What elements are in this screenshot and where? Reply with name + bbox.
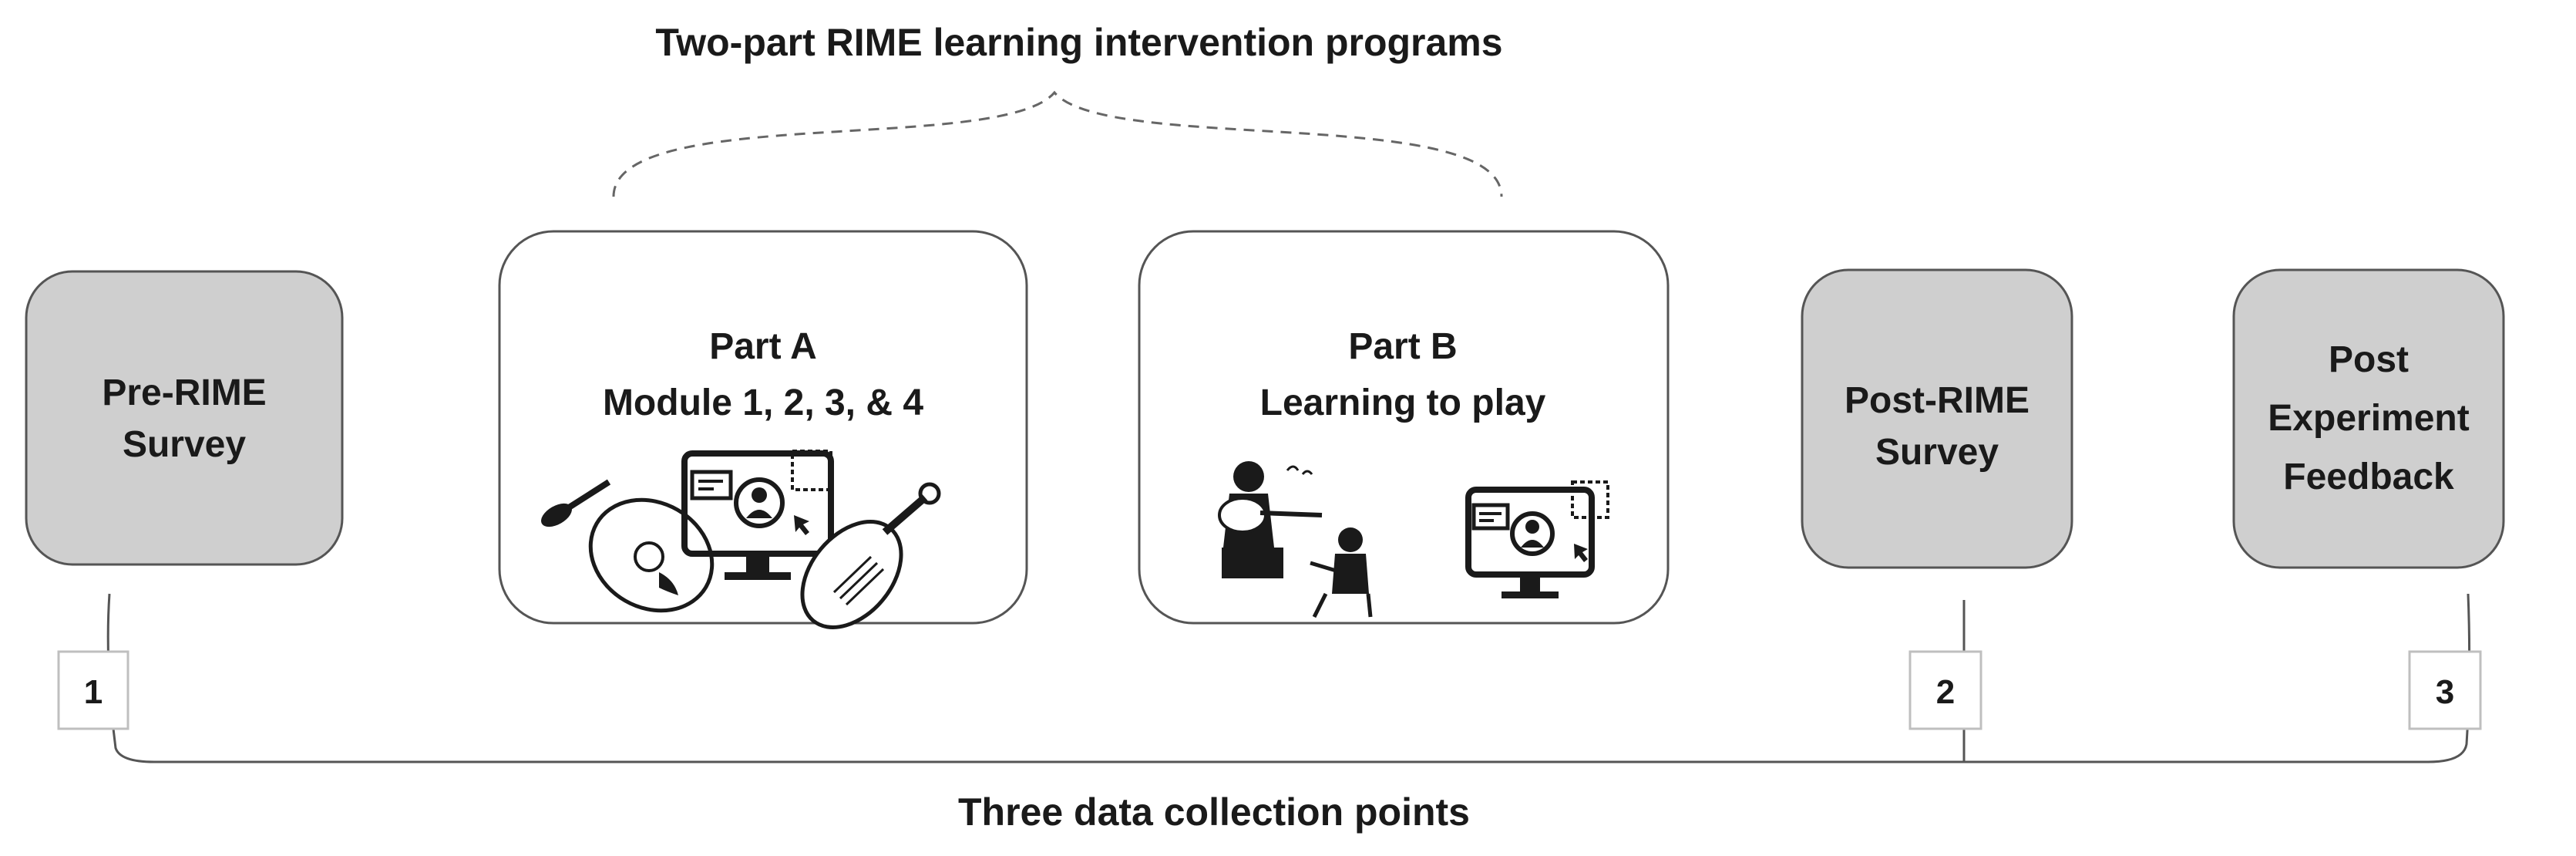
diagram-footer: Three data collection points xyxy=(958,790,1470,834)
pipa-icon xyxy=(800,482,941,629)
dashed-brace xyxy=(612,90,1503,197)
post-survey-line-1: Post-RIME xyxy=(1845,380,2030,421)
collection-point-3-label: 3 xyxy=(2436,673,2454,711)
computer-user-icon xyxy=(681,450,834,580)
diagram-title: Two-part RIME learning intervention prog… xyxy=(655,21,1502,64)
collection-point-2: 2 xyxy=(1908,650,1982,730)
collection-point-3: 3 xyxy=(2408,650,2482,730)
part-a-subtitle: Module 1, 2, 3, & 4 xyxy=(603,383,923,423)
collection-point-1-label: 1 xyxy=(84,673,103,711)
feedback-line-3: Feedback xyxy=(2283,457,2454,497)
pre-rime-survey-box: Pre-RIME Survey xyxy=(25,270,344,566)
post-survey-line-2: Survey xyxy=(1875,432,1999,473)
guitar-teacher-student-icon xyxy=(1218,461,1373,618)
feedback-line-1: Post xyxy=(2329,339,2409,380)
part-b-box: Part B Learning to play xyxy=(1138,230,1670,625)
part-b-title: Part B xyxy=(1348,326,1457,367)
computer-user-icon xyxy=(1465,480,1609,598)
collection-point-2-label: 2 xyxy=(1936,673,1955,711)
collection-point-1: 1 xyxy=(57,650,129,730)
post-rime-survey-box: Post-RIME Survey xyxy=(1801,268,2073,569)
part-b-subtitle: Learning to play xyxy=(1260,383,1546,423)
post-experiment-feedback-box: Post Experiment Feedback xyxy=(2232,268,2505,569)
pre-survey-line-2: Survey xyxy=(123,424,246,465)
part-a-title: Part A xyxy=(709,326,817,367)
pre-survey-line-1: Pre-RIME xyxy=(102,372,266,413)
feedback-line-2: Experiment xyxy=(2268,398,2469,439)
part-a-box: Part A Module 1, 2, 3, & 4 xyxy=(498,230,1028,629)
